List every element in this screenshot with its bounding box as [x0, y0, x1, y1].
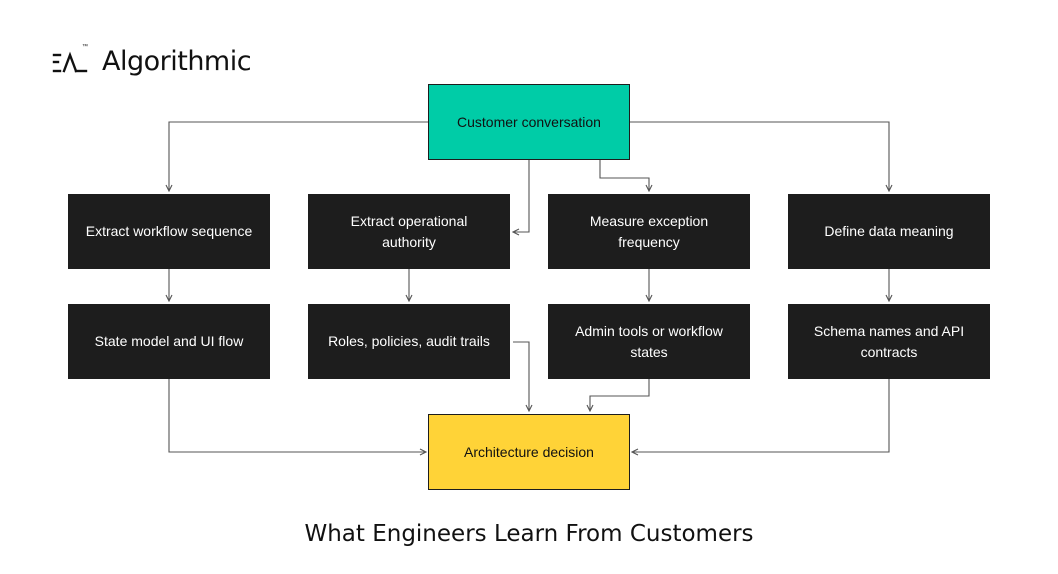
- brand-logo: ™ Algorithmic: [52, 44, 252, 77]
- node-label: Define data meaning: [824, 223, 954, 239]
- edge-schema-to-decision: [632, 379, 890, 452]
- edge-root-to-workflow: [169, 121, 428, 191]
- node-label: Schema names and API contracts: [813, 322, 965, 360]
- node-roles-policies: Roles, policies, audit trails: [308, 304, 510, 379]
- node-customer-conversation: Customer conversation: [428, 84, 630, 160]
- trademark-mark: ™: [82, 44, 88, 50]
- node-label: Extract operational authority: [350, 212, 468, 250]
- brand-name: Algorithmic: [102, 46, 252, 77]
- node-label: Admin tools or workflow states: [575, 322, 723, 360]
- node-label: Roles, policies, audit trails: [328, 333, 490, 349]
- node-admin-tools: Admin tools or workflow states: [548, 304, 750, 379]
- node-measure-exception: Measure exception frequency: [548, 194, 750, 269]
- node-extract-authority: Extract operational authority: [308, 194, 510, 269]
- node-label: State model and UI flow: [94, 333, 244, 349]
- algorithmic-logo-icon: [52, 51, 88, 73]
- node-define-data: Define data meaning: [788, 194, 990, 269]
- node-state-model: State model and UI flow: [68, 304, 270, 379]
- node-architecture-decision: Architecture decision: [428, 414, 630, 490]
- edge-root-to-data: [630, 121, 889, 191]
- node-extract-workflow: Extract workflow sequence: [68, 194, 270, 269]
- edge-roles-to-decision: [513, 341, 529, 411]
- node-label: Extract workflow sequence: [85, 223, 253, 239]
- diagram-caption: What Engineers Learn From Customers: [304, 521, 754, 547]
- node-label: Customer conversation: [457, 113, 601, 130]
- edge-state-to-decision: [168, 379, 426, 452]
- node-label: Measure exception frequency: [589, 212, 709, 250]
- node-label: Architecture decision: [464, 443, 594, 460]
- edge-admin-to-decision: [590, 379, 650, 411]
- edge-root-to-exception: [599, 160, 649, 191]
- node-schema-names: Schema names and API contracts: [788, 304, 990, 379]
- edge-root-to-authority: [513, 160, 530, 232]
